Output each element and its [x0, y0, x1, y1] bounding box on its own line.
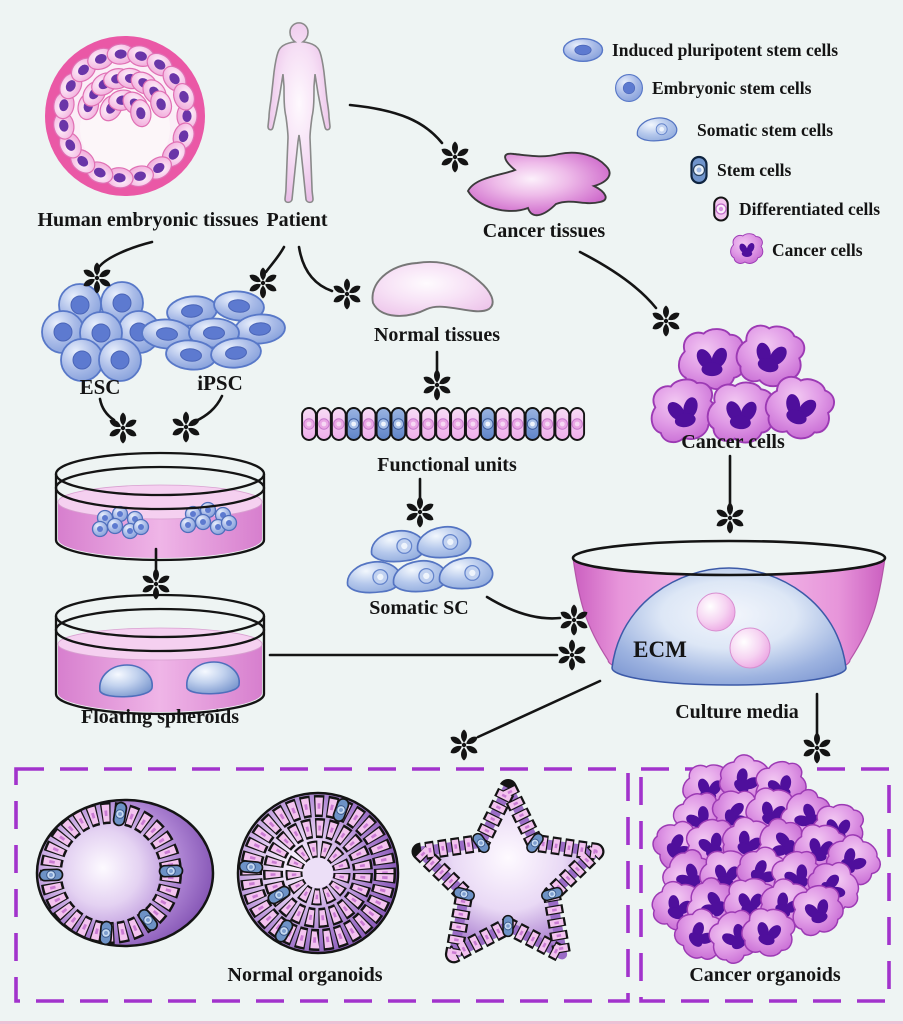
- legend-label: Differentiated cells: [739, 199, 880, 219]
- somatic-cell-icon: [636, 117, 678, 142]
- cancer-cells-cluster: [644, 316, 842, 448]
- ecm-sphere: [729, 627, 771, 669]
- ipsc-cluster: [140, 288, 287, 373]
- petri-dish-1: [54, 451, 266, 562]
- legend-item-somatic: Somatic stem cells: [636, 117, 833, 142]
- somatic-sc-cluster: [346, 525, 494, 594]
- functional-units-label: Functional units: [377, 454, 517, 476]
- flow-arrow: [297, 245, 334, 293]
- flow-arrow: [97, 240, 154, 269]
- legend: Induced pluripotent stem cells Embryonic…: [562, 37, 880, 264]
- cancer-cell-icon: [730, 233, 764, 264]
- stem-cell-unit-icon: [690, 155, 708, 185]
- legend-label: Cancer cells: [772, 240, 863, 260]
- legend-item-differentiated: Differentiated cells: [713, 196, 880, 222]
- process-asterisk-icon: [108, 412, 138, 444]
- somatic-sc-label: Somatic SC: [369, 597, 468, 619]
- process-asterisk-icon: [332, 278, 362, 310]
- cancer-organoids-label: Cancer organoids: [689, 964, 841, 986]
- ipsc-label: iPSC: [197, 371, 243, 395]
- cancer-cells-label: Cancer cells: [681, 431, 785, 453]
- process-asterisk-icon: [171, 411, 201, 443]
- flow-arrow: [348, 103, 444, 145]
- bottom-edge-strip: [0, 1021, 903, 1024]
- blastocyst-illustration: [45, 36, 205, 196]
- flow-arrows: [82, 103, 832, 764]
- cancer-organoids-box: Cancer organoids: [639, 744, 891, 1003]
- process-asterisk-icon: [557, 639, 587, 671]
- flow-arrow: [485, 595, 562, 620]
- flow-arrow: [264, 245, 286, 274]
- floating-spheroids-label: Floating spheroids: [81, 706, 239, 728]
- patient-figure: [267, 22, 331, 204]
- normal-organoids-box: Normal organoids: [14, 767, 630, 1003]
- legend-label: Somatic stem cells: [697, 120, 833, 140]
- process-asterisk-icon: [422, 369, 452, 401]
- normal-tissue-shape: [371, 261, 494, 317]
- normal-organoids-label: Normal organoids: [228, 964, 383, 986]
- legend-item-esc: Embryonic stem cells: [614, 73, 812, 103]
- flow-arrow: [98, 397, 116, 422]
- ipsc-cell-icon: [562, 37, 604, 63]
- process-asterisk-icon: [405, 496, 435, 528]
- legend-item-stem: Stem cells: [690, 155, 792, 185]
- process-asterisk-icon: [802, 732, 832, 764]
- organoid-oval: [35, 798, 215, 948]
- legend-item-cancer: Cancer cells: [730, 233, 863, 264]
- culture-media-label: Culture media: [675, 701, 799, 723]
- flow-arrow: [476, 679, 602, 739]
- legend-label: Stem cells: [717, 160, 792, 180]
- normal-tissues-label: Normal tissues: [374, 324, 500, 346]
- petri-dish-2: [54, 593, 266, 716]
- flow-arrow: [194, 394, 224, 423]
- cancer-organoid-mass: [644, 744, 889, 971]
- patient-label: Patient: [266, 209, 327, 231]
- organoid-radial: [236, 791, 400, 955]
- functional-units-row: [301, 407, 586, 441]
- legend-label: Embryonic stem cells: [652, 78, 812, 98]
- cancer-tissue-shape: [466, 151, 611, 217]
- process-asterisk-icon: [651, 305, 681, 337]
- legend-label: Induced pluripotent stem cells: [612, 40, 838, 60]
- culture-vessel: ECM: [571, 539, 887, 686]
- cancer-tissues-label: Cancer tissues: [483, 220, 606, 242]
- esc-label: ESC: [80, 375, 121, 399]
- ecm-sphere: [696, 592, 736, 632]
- ecm-dome: [611, 567, 847, 686]
- process-asterisk-icon: [449, 729, 479, 761]
- human-embryonic-tissues-label: Human embryonic tissues: [37, 209, 258, 231]
- ecm-label: ECM: [633, 637, 687, 662]
- organoid-star: [411, 779, 605, 964]
- legend-item-ipsc: Induced pluripotent stem cells: [562, 37, 838, 63]
- process-asterisk-icon: [440, 141, 470, 173]
- process-asterisk-icon: [715, 502, 745, 534]
- differentiated-cell-unit-icon: [713, 196, 729, 222]
- flow-arrow: [578, 250, 658, 310]
- esc-cell-icon: [614, 73, 644, 103]
